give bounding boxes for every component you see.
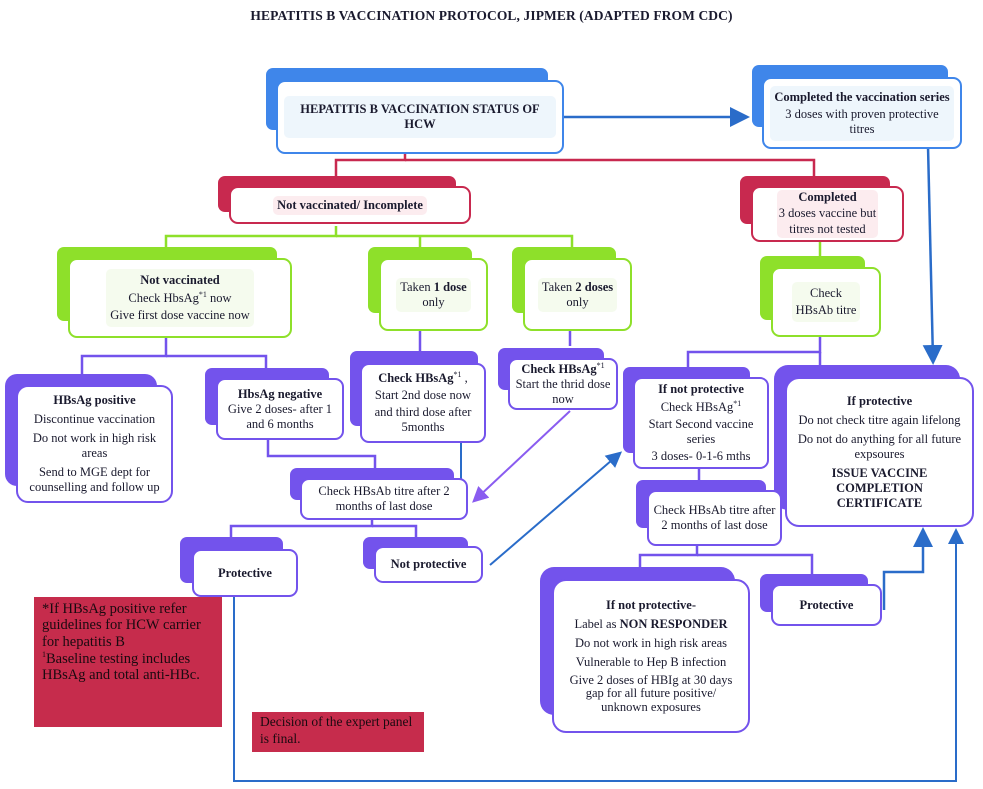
- comma: ,: [461, 371, 468, 386]
- hbsag-positive-line3: Send to MGE dept for counselling and fol…: [29, 465, 160, 494]
- vaccination-status-text: HEPATITIS B VACCINATION STATUS OF HCW: [284, 96, 556, 138]
- node-non-responder: If not protective- Label as NON RESPONDE…: [540, 567, 750, 733]
- taken-1-post: only: [422, 294, 445, 309]
- non-responder-label: NON RESPONDER: [619, 617, 728, 632]
- taken-1-pre: Taken: [400, 279, 434, 294]
- not-vaccinated-incomplete-text: Not vaccinated/ Incomplete: [273, 195, 427, 215]
- if-protective-line3: ISSUE VACCINE COMPLETION CERTIFICATE: [831, 465, 928, 510]
- arrow-not-protective-to-second-series: [489, 451, 623, 566]
- check-hbsag-1-line2: and third dose after 5months: [374, 404, 472, 434]
- node-vaccination-status: HEPATITIS B VACCINATION STATUS OF HCW: [266, 68, 566, 156]
- not-vaccinated-line2: Give first dose vaccine now: [110, 308, 250, 323]
- completed-series-heading: Completed the vaccination series: [774, 89, 950, 104]
- completed-line2: titres not tested: [789, 222, 866, 236]
- node-check-hbsab-titre: Check HBsAb titre: [760, 256, 884, 338]
- purple-connector-2: [166, 354, 268, 370]
- purple-connector-5: [266, 440, 377, 468]
- taken-2-pre: Taken: [541, 279, 576, 294]
- check-hbsab-line2: HBsAb titre: [795, 303, 857, 317]
- check-hbsag-1-line1: Start 2nd dose now: [374, 387, 472, 402]
- node-protective-left: Protective: [180, 537, 298, 597]
- not-vaccinated-line1-end: now: [206, 291, 232, 306]
- node-not-vaccinated-incomplete: Not vaccinated/ Incomplete: [218, 176, 473, 224]
- diagram-title: HEPATITIS B VACCINATION PROTOCOL, JIPMER…: [250, 8, 733, 23]
- node-hbsag-positive: HBsAg positive Discontinue vaccination D…: [5, 374, 173, 504]
- footnote-marker: *1: [596, 360, 605, 370]
- if-not-protective-line2: Start Second vaccine series: [648, 417, 754, 447]
- check-hbsag-1-heading: Check HBsAg: [378, 371, 454, 386]
- node-if-protective: If protective Do not check titre again l…: [774, 365, 974, 527]
- green-connector: [164, 226, 338, 256]
- hbsag-positive-line2: Do not work in high risk areas: [32, 431, 157, 460]
- footnote-box: *If HBsAg positive refer guidelines for …: [34, 597, 222, 727]
- node-check-titre-2m-right: Check HBsAb titre after 2 months of last…: [636, 480, 782, 546]
- if-protective-line1: Do not check titre again lifelong: [798, 412, 961, 427]
- if-protective-line2: Do not do anything for all future expsou…: [797, 431, 962, 461]
- completed-heading: Completed: [798, 190, 857, 204]
- arrow-completed-to-protective: [922, 145, 943, 365]
- non-responder-line3: Vulnerable to Hep B infection: [575, 655, 727, 670]
- purple-connector-6: [229, 518, 374, 540]
- purple-connector-12: [697, 553, 814, 575]
- check-hbsag-2-heading: Check HBsAg: [521, 362, 597, 377]
- non-responder-line1-pre: Label as: [574, 617, 620, 632]
- node-protective-right: Protective: [760, 574, 882, 626]
- purple-connector-1: [80, 338, 168, 374]
- node-check-hbsag-2: Check HBsAg*1 Start the thrid dose now: [498, 348, 618, 410]
- check-titre-2m-right-text: Check HBsAb titre after 2 months of last…: [653, 503, 776, 532]
- node-check-hbsag-1: Check HBsAg*1 , Start 2nd dose now and t…: [350, 351, 486, 443]
- not-protective-text: Not protective: [390, 557, 467, 571]
- not-vaccinated-line1: Check HbsAg: [128, 291, 199, 306]
- protective-right-text: Protective: [799, 597, 854, 612]
- node-taken-1-dose: Taken 1 dose only: [368, 247, 488, 331]
- taken-2-bold: 2 doses: [575, 279, 614, 294]
- arrow-third-dose-to-titre: [472, 410, 571, 503]
- non-responder-line4: Give 2 doses of HBIg at 30 days gap for …: [569, 673, 733, 714]
- footnote-2-marker: 1: [42, 650, 46, 660]
- node-if-not-protective: If not protective Check HBsAg*1 Start Se…: [623, 367, 769, 469]
- hbsag-negative-body: Give 2 doses- after 1 and 6 months: [227, 401, 333, 431]
- taken-2-post: only: [566, 294, 589, 309]
- purple-connector-7: [372, 524, 418, 540]
- check-hbsab-line1: Check: [810, 286, 842, 300]
- protective-left-text: Protective: [218, 565, 272, 580]
- expert-panel-note: Decision of the expert panel is final.: [252, 712, 424, 752]
- footnote-marker: *1: [453, 370, 462, 380]
- node-check-titre-2m: Check HBsAb titre after 2 months of last…: [290, 468, 468, 520]
- footnote-marker: *1: [733, 398, 742, 408]
- check-titre-2m-text: Check HBsAb titre after 2 months of last…: [318, 484, 450, 513]
- node-not-protective: Not protective: [363, 537, 483, 583]
- check-hbsag-2-body: Start the thrid dose now: [515, 377, 611, 407]
- hbsag-positive-heading: HBsAg positive: [53, 393, 136, 407]
- expert-panel-text: Decision of the expert panel is final.: [260, 714, 413, 746]
- footnote-marker: *1: [198, 289, 207, 299]
- if-not-protective-line3: 3 doses- 0-1-6 mths: [651, 449, 751, 464]
- footnote-1: *If HBsAg positive refer guidelines for …: [42, 601, 201, 650]
- completed-line1: 3 doses vaccine but: [778, 206, 877, 220]
- purple-connector-8: [686, 336, 822, 370]
- node-completed-not-tested: Completed 3 doses vaccine but titres not…: [740, 176, 906, 242]
- non-responder-heading: If not protective-: [605, 598, 697, 613]
- arrow-protective-left-loop: [233, 528, 964, 782]
- red-connector-right: [405, 158, 816, 176]
- if-protective-heading: If protective: [846, 393, 913, 408]
- purple-connector-11: [638, 545, 699, 570]
- completed-series-body: 3 doses with proven protective titres: [785, 106, 939, 136]
- if-not-protective-heading: If not protective: [658, 381, 744, 396]
- hbsag-negative-heading: HbsAg negative: [237, 386, 323, 401]
- if-not-protective-line1: Check HBsAg: [660, 400, 734, 415]
- taken-1-bold: 1 dose: [433, 279, 467, 294]
- footnote-2: Baseline testing includes HBsAg and tota…: [42, 650, 200, 684]
- node-not-vaccinated: Not vaccinated Check HbsAg*1 now Give fi…: [57, 247, 293, 339]
- non-responder-line2: Do not work in high risk areas: [574, 636, 728, 651]
- hbsag-positive-line1: Discontinue vaccination: [33, 412, 156, 426]
- not-vaccinated-heading: Not vaccinated: [140, 272, 220, 287]
- node-hbsag-negative: HbsAg negative Give 2 doses- after 1 and…: [205, 368, 345, 440]
- node-taken-2-doses: Taken 2 doses only: [512, 247, 632, 331]
- arrow-protective-right-up: [882, 527, 933, 610]
- node-completed-series: Completed the vaccination series 3 doses…: [752, 65, 962, 149]
